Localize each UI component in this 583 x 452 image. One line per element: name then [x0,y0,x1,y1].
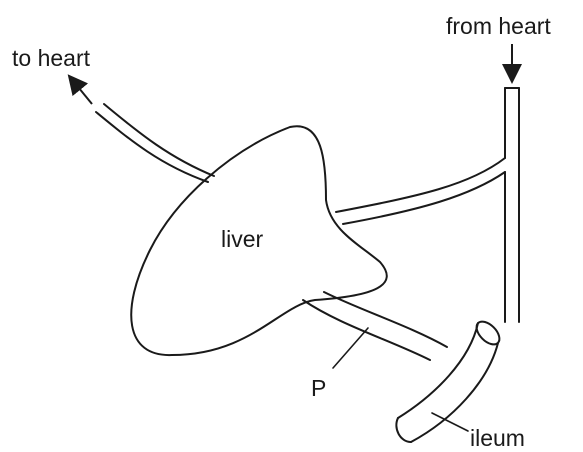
ileum-label: ileum [470,425,525,451]
from-heart-label: from heart [446,13,551,39]
to-heart-label: to heart [12,45,91,71]
ileum-tube [396,317,503,442]
p-label: P [311,375,326,401]
to-heart-arrow [74,82,92,104]
liver-label: liver [221,226,264,252]
hepatic-portal-vein [303,292,447,368]
hepatic-vein [74,82,214,182]
p-pointer-line [333,328,368,368]
hepatic-artery [336,44,519,322]
